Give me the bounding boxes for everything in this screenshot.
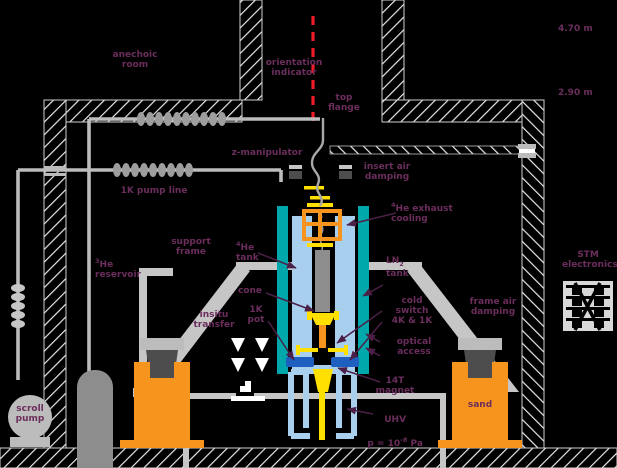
label-he4-tank-text: He tank xyxy=(236,243,259,263)
leader-1k-pot xyxy=(267,320,295,361)
z-manipulator-bellows xyxy=(137,112,226,126)
label-ln2-main: LN xyxy=(386,256,400,266)
pot-1k-left xyxy=(286,357,314,367)
label-1k-pump-line: 1K pump line xyxy=(120,186,188,196)
label-top-flange: top flange xyxy=(328,93,360,113)
ceiling-feedthrough xyxy=(518,144,536,158)
magnet-14t xyxy=(288,369,357,439)
insert-air-damper-left-block xyxy=(289,165,302,179)
he4-tank-left xyxy=(292,216,312,374)
label-insert-air-damping: insert air damping xyxy=(363,162,411,182)
label-he3-sup: 3 xyxy=(95,257,100,265)
label-cone: cone xyxy=(237,286,263,296)
cone xyxy=(307,311,339,325)
label-scroll-pump: scroll pump xyxy=(15,404,45,424)
he3-reservoir xyxy=(77,370,113,468)
leader-cold-switch-a xyxy=(336,310,383,344)
insert-air-damper-right-block xyxy=(339,165,352,179)
label-he3-reservoir: 3He reservoir xyxy=(95,256,161,280)
leader-optical-a xyxy=(365,333,381,343)
label-dimension-mid: 2.90 m xyxy=(558,88,593,98)
leader-lines xyxy=(257,212,397,415)
label-uhv-pre: p = 10 xyxy=(367,439,401,449)
leader-he4-exhaust xyxy=(346,212,397,227)
label-1k-pot: 1K pot xyxy=(247,305,265,325)
label-he4-exhaust-sup: 4 xyxy=(391,201,396,209)
support-frame xyxy=(139,268,173,393)
label-14t-magnet: 14T magnet xyxy=(375,376,415,396)
label-ln2-sub: 2 xyxy=(399,259,404,268)
sand-column-left xyxy=(120,362,204,448)
label-uhv: UHV p = 10-8 Pa xyxy=(358,405,426,449)
label-ln2-tank: LN2 tank xyxy=(386,256,426,279)
stm-head-stem xyxy=(313,369,333,392)
scroll-pump xyxy=(8,395,52,447)
label-insitu-transfer: insitu transfer xyxy=(193,310,235,330)
label-he4-tank: 4He tank xyxy=(236,239,270,263)
sand-column-right xyxy=(438,362,522,448)
label-he4-exhaust-text: He exhaust cooling xyxy=(391,204,453,224)
label-sand: sand xyxy=(467,400,493,410)
label-uhv-exponent: -8 xyxy=(400,436,408,444)
label-optical-access: optical access xyxy=(396,337,432,357)
scroll-pump-spring xyxy=(11,284,25,328)
pot-1k-right xyxy=(331,357,359,367)
leader-optical-b xyxy=(365,347,381,357)
label-orientation-indicator: orientation indicator xyxy=(265,58,323,78)
insert-column xyxy=(315,250,330,312)
label-anechoic-room: anechoic room xyxy=(112,50,158,70)
label-frame-air-damping: frame air damping xyxy=(469,297,517,317)
wall-feedthrough-left xyxy=(44,166,66,176)
leader-uhv xyxy=(346,406,374,415)
ln2-tank-left xyxy=(277,206,288,374)
label-stm-electronics: STM electronics xyxy=(562,250,617,270)
label-z-manipulator: z-manipulator xyxy=(231,148,303,158)
label-cold-switch: cold switch 4K & 1K xyxy=(391,296,433,326)
label-he3-text: He reservoir xyxy=(95,260,142,280)
insitu-transfer-arrows xyxy=(231,338,269,401)
he4-exhaust-cooling-block xyxy=(302,209,342,241)
label-uhv-post: Pa xyxy=(407,439,423,449)
pump-line-bellows xyxy=(113,163,193,177)
stm-electronics-rack xyxy=(563,281,613,331)
cone-neck xyxy=(319,325,326,348)
label-support-frame: support frame xyxy=(171,237,211,257)
leader-he4-tank xyxy=(257,252,297,269)
label-he4-exhaust-cooling: 4He exhaust cooling xyxy=(391,200,475,224)
leader-cone xyxy=(265,292,315,312)
leader-ln2-tank xyxy=(362,284,384,297)
label-uhv-line1: UHV xyxy=(384,415,407,425)
leader-magnet xyxy=(337,367,381,383)
label-dimension-top: 4.70 m xyxy=(558,24,593,34)
label-he4-tank-sup: 4 xyxy=(236,240,241,248)
label-ln2-tail: tank xyxy=(386,268,409,279)
